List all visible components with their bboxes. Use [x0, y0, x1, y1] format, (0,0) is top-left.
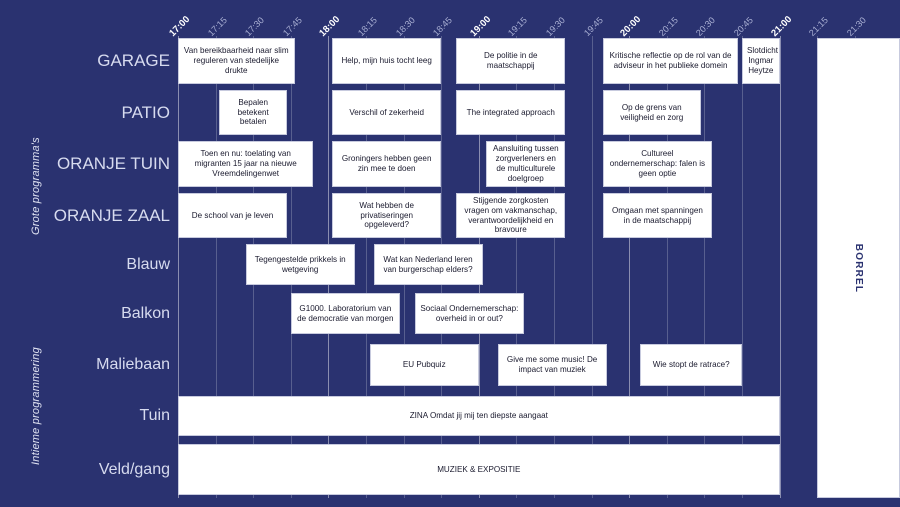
time-axis: 17:00 17:15 17:30 17:45 18:00 18:15 18:30 18:45… [0, 0, 900, 39]
time-tick-1845: 18:45 [431, 14, 455, 38]
event-block[interactable]: ZINA Omdat jij mij ten diepste aangaat [178, 396, 780, 436]
gridline-2100 [779, 36, 781, 498]
event-title: Op de grens van veiligheid en zorg [620, 102, 684, 122]
time-tick-1915: 19:15 [506, 14, 530, 38]
time-tick-1815: 18:15 [355, 14, 379, 38]
time-tick-1830: 18:30 [393, 14, 417, 38]
event-block[interactable]: Kritische reflectie op de rol van de adv… [602, 38, 739, 84]
event-title: Help, mijn huis tocht leeg [341, 56, 432, 66]
event-title: Wat hebben de privatiseringen opgeleverd… [359, 200, 414, 230]
room-label-oranje-zaal[interactable]: ORANJE ZAAL [53, 205, 170, 225]
event-title: Groningers hebben geen zin mee te doen [341, 154, 432, 173]
time-tick-1930: 19:30 [543, 14, 567, 38]
event-block[interactable]: Wat hebben de privatiseringen opgeleverd… [332, 193, 442, 238]
time-tick-2030: 20:30 [694, 14, 718, 38]
room-label-blauw[interactable]: Blauw [126, 255, 170, 273]
room-label-maliebaan[interactable]: Maliebaan [96, 356, 170, 373]
event-block[interactable]: Slotdicht Ingmar Heytze [742, 38, 780, 84]
time-tick-2130: 21:30 [844, 14, 868, 38]
borrel-block[interactable]: BORREL [817, 38, 900, 498]
borrel-label: BORREL [853, 243, 865, 293]
event-block[interactable]: EU Pubquiz [369, 344, 479, 386]
room-label-garage[interactable]: GARAGE [97, 51, 170, 70]
gridline-1915 [516, 36, 518, 498]
gridline-2045 [742, 36, 743, 498]
event-title: Tegengestelde prikkels in wetgeving [254, 254, 346, 274]
event-block[interactable]: De school van je leven [178, 193, 288, 238]
event-title: G1000. Laboratorium van de democratie va… [297, 303, 394, 323]
event-block[interactable]: MUZIEK & EXPOSITIE [178, 444, 780, 495]
event-block[interactable]: Op de grens van veiligheid en zorg [602, 90, 701, 135]
event-title: Sociaal Ondernemerschap: overheid in or … [420, 303, 519, 323]
gridline-1715 [215, 36, 217, 498]
time-tick-2015: 20:15 [656, 14, 680, 38]
gridline-2030 [704, 36, 706, 498]
gridline-1945 [591, 36, 593, 498]
event-title: Omgaan met spanningen in de maatschappij [611, 205, 703, 225]
event-block[interactable]: Cultureel ondernemerschap: falen is geen… [602, 141, 712, 187]
room-label-balkon[interactable]: Balkon [121, 304, 170, 322]
event-title: The integrated approach [466, 107, 555, 117]
event-title: De politie in de maatschappij [483, 51, 538, 70]
gridline-1930 [554, 36, 555, 498]
time-tick-2045: 20:45 [731, 14, 755, 38]
event-block[interactable]: Bepalen betekent betalen [219, 90, 288, 135]
event-block[interactable]: Sociaal Ondernemerschap: overheid in or … [414, 293, 524, 334]
event-block[interactable]: Groningers hebben geen zin mee te doen [332, 141, 442, 187]
gridline-2015 [666, 36, 668, 498]
event-block[interactable]: G1000. Laboratorium van de democratie va… [290, 293, 400, 334]
time-tick-1900: 19:00 [468, 14, 493, 39]
event-block[interactable]: De politie in de maatschappij [456, 38, 566, 84]
event-title: Wat kan Nederland leren van burgerschap … [383, 254, 473, 274]
event-block[interactable]: Toen en nu: toelating van migranten 15 j… [178, 141, 314, 187]
event-title: Bepalen betekent betalen [237, 97, 269, 127]
event-block[interactable]: Wie stopt de ratrace? [640, 344, 742, 386]
event-block[interactable]: Wat kan Nederland leren van burgerschap … [373, 244, 483, 285]
time-tick-2100: 21:00 [768, 14, 794, 39]
time-tick-1800: 18:00 [317, 14, 343, 39]
event-block[interactable]: Aansluiting tussen zorgverleners en de m… [486, 141, 566, 187]
event-title: Toen en nu: toelating van migranten 15 j… [194, 149, 297, 178]
event-block[interactable]: Give me some music! De impact van muziek [497, 344, 607, 386]
time-tick-1730: 17:30 [243, 14, 267, 38]
event-block[interactable]: Van bereikbaarheid naar slim reguleren v… [178, 38, 295, 84]
event-block[interactable]: The integrated approach [456, 90, 566, 135]
room-label-veld-gang[interactable]: Veld/gang [98, 460, 170, 478]
time-tick-2115: 21:15 [807, 14, 831, 38]
event-block[interactable]: Tegengestelde prikkels in wetgeving [245, 244, 355, 285]
room-label-oranje-tuin[interactable]: ORANJE TUIN [56, 154, 170, 173]
time-tick-2000: 20:00 [618, 14, 644, 39]
event-title: Cultureel ondernemerschap: falen is geen… [609, 149, 706, 178]
event-block[interactable]: Help, mijn huis tocht leeg [332, 38, 442, 84]
event-block[interactable]: Omgaan met spanningen in de maatschappij [602, 193, 712, 238]
time-tick-1745: 17:45 [280, 14, 304, 38]
event-title: EU Pubquiz [402, 360, 446, 370]
room-label-patio[interactable]: PATIO [121, 102, 171, 122]
gridline-1700 [178, 36, 179, 498]
gridline-2000 [629, 36, 631, 498]
event-title: Verschil of zekerheid [349, 107, 425, 117]
event-title: MUZIEK & EXPOSITIE [437, 464, 521, 474]
event-block[interactable]: Stijgende zorgkosten vragen om vakmansch… [456, 193, 566, 238]
event-title: Slotdicht Ingmar Heytze [747, 46, 779, 75]
event-title: ZINA Omdat jij mij ten diepste aangaat [409, 411, 548, 421]
time-tick-1700: 17:00 [167, 14, 193, 39]
event-title: Wie stopt de ratrace? [652, 360, 730, 370]
event-block[interactable]: Verschil of zekerheid [332, 90, 442, 135]
time-tick-1945: 19:45 [581, 14, 605, 38]
event-title: Stijgende zorgkosten vragen om vakmansch… [464, 195, 558, 235]
event-title: Van bereikbaarheid naar slim reguleren v… [183, 46, 289, 75]
room-label-tuin[interactable]: Tuin [139, 407, 170, 424]
event-title: De school van je leven [191, 210, 274, 220]
time-tick-1715: 17:15 [205, 14, 229, 38]
gridline-1815 [366, 36, 367, 498]
event-title: Give me some music! De impact van muziek [506, 355, 598, 374]
event-title: Kritische reflectie op de rol van de adv… [609, 51, 732, 70]
event-title: Aansluiting tussen zorgverleners en de m… [492, 144, 559, 183]
